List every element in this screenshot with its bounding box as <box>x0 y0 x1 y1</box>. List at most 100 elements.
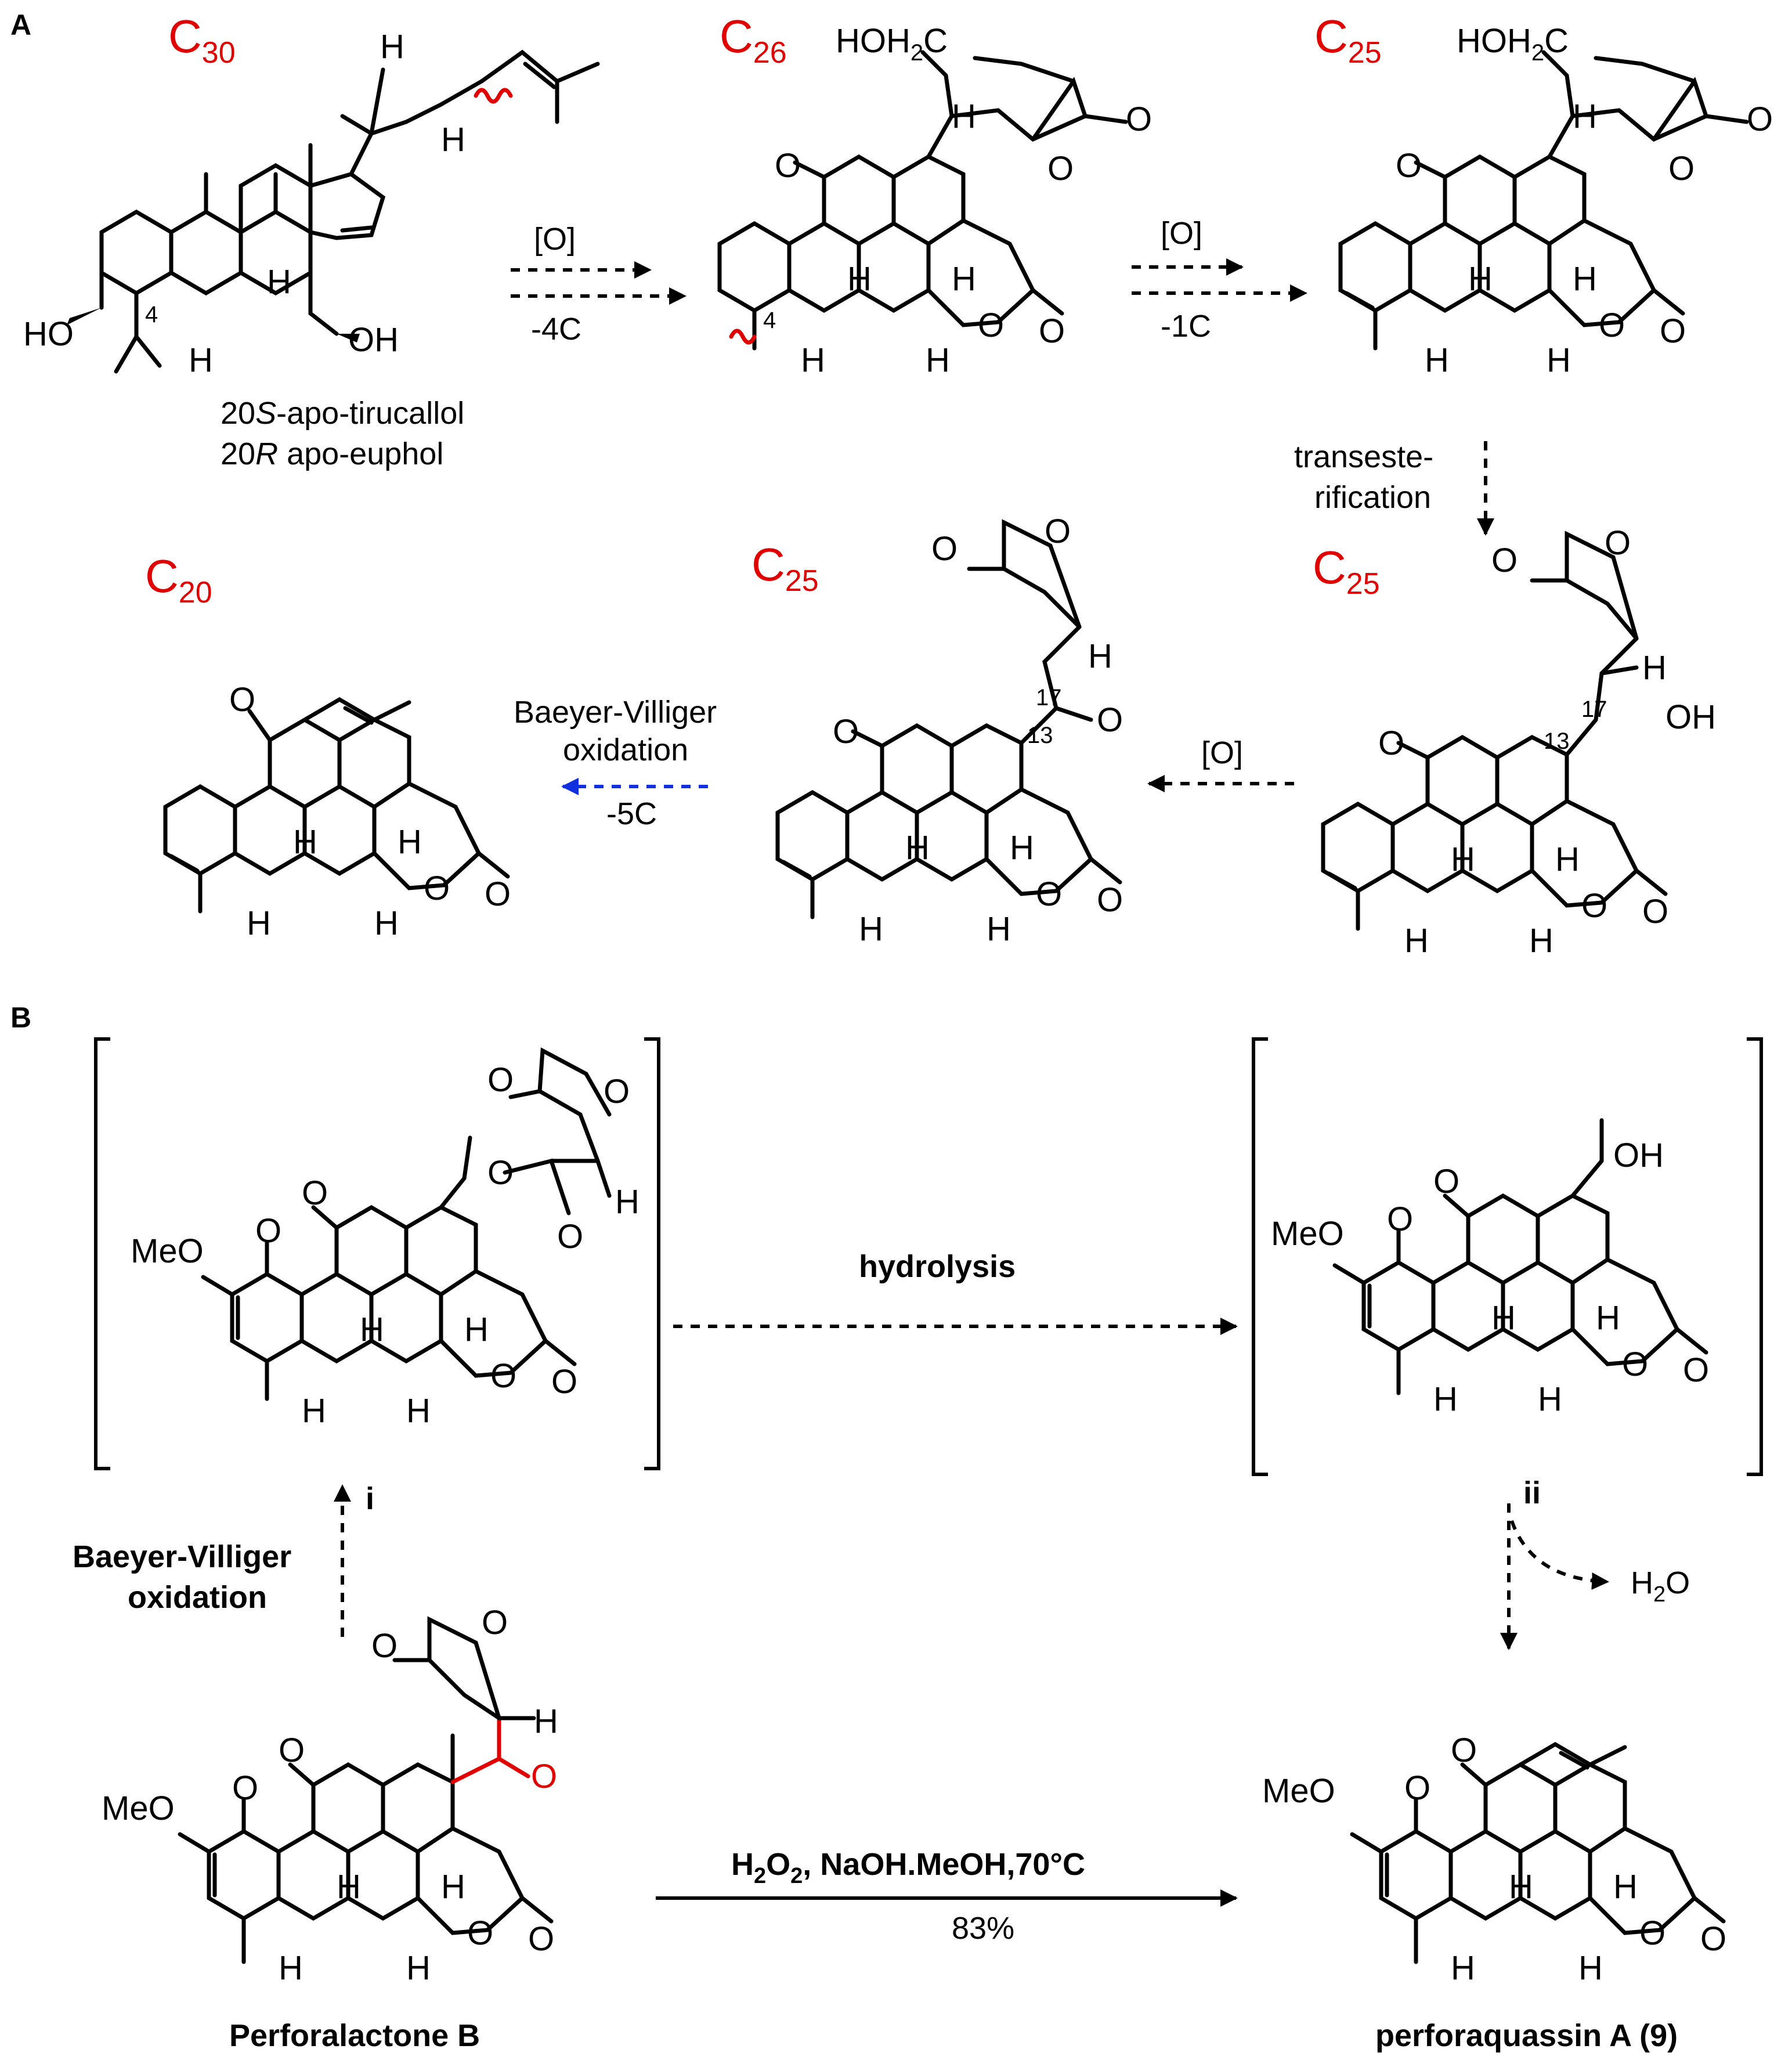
atom-o: O <box>255 1212 281 1250</box>
atom-o: O <box>1097 701 1123 739</box>
atom-h: H <box>464 1311 489 1348</box>
row-2-oxidation-label: [O] <box>1201 735 1243 770</box>
atom-h: H <box>267 263 291 301</box>
molecule-c25-middle: O O O O O O H H H H H 17 13 <box>775 513 1123 948</box>
position-4-label: 4 <box>145 302 158 327</box>
atom-h: H <box>1010 829 1034 867</box>
atom-h: H <box>1573 98 1597 135</box>
atom-o: O <box>1642 893 1668 930</box>
molecule-intermediate-i: MeO O O O O O O O O H H H H H <box>131 1047 640 1430</box>
atom-h: H <box>337 1868 361 1906</box>
atom-h: H <box>441 121 465 158</box>
position-13-label: 13 <box>1027 723 1053 748</box>
atom-hoh2c: HOH2C <box>1457 22 1569 66</box>
molecule-intermediate-ii: MeO O O OH O O H H H H <box>1271 1118 1709 1418</box>
atom-h: H <box>1451 840 1475 878</box>
perforalactone-b-label: Perforalactone B <box>229 2018 480 2053</box>
atom-o: O <box>1605 524 1631 562</box>
step-2-oxidation-label: [O] <box>1161 216 1202 251</box>
water-label: H2O <box>1631 1565 1690 1607</box>
atom-h: H <box>952 98 976 135</box>
atom-h: H <box>293 823 317 861</box>
carbon-count-c30: C30 <box>168 10 236 70</box>
atom-oh: OH <box>1665 698 1716 736</box>
atom-meo: MeO <box>131 1232 204 1270</box>
atom-h: H <box>1433 1380 1458 1418</box>
atom-o: O <box>1581 887 1607 925</box>
atom-h: H <box>1613 1868 1638 1906</box>
step-1-minus-4c-label: -4C <box>531 312 581 347</box>
atom-o: O <box>1683 1351 1709 1389</box>
atom-o: O <box>978 306 1004 344</box>
atom-o: O <box>279 1731 305 1769</box>
atom-o: O <box>302 1174 328 1212</box>
atom-o: O <box>1404 1769 1430 1807</box>
atom-o-red: O <box>531 1758 557 1795</box>
atom-o: O <box>1047 150 1074 187</box>
atom-h: H <box>406 1392 431 1430</box>
atom-h: H <box>1529 922 1553 959</box>
arrow-water-loss <box>1510 1520 1609 1590</box>
atom-o: O <box>232 1769 258 1807</box>
atom-h: H <box>302 1392 326 1430</box>
step-2-minus-1c-label: -1C <box>1161 309 1211 344</box>
apo-tirucallol-label: 20S-apo-tirucallol <box>221 396 464 431</box>
atom-h: H <box>1538 1380 1562 1418</box>
carbon-count-c26: C26 <box>720 10 787 70</box>
baeyer-villiger-label-b-line-2: oxidation <box>128 1580 267 1615</box>
carbon-count-c25-right: C25 <box>1313 542 1380 601</box>
atom-o: O <box>371 1627 398 1665</box>
atom-o: O <box>487 1154 514 1192</box>
panel-label-b: B <box>10 1001 31 1034</box>
atom-h: H <box>1404 922 1429 959</box>
atom-o: O <box>1639 1914 1665 1952</box>
atom-h: H <box>926 341 950 379</box>
atom-o: O <box>557 1218 583 1256</box>
position-17-label: 17 <box>1036 685 1062 710</box>
atom-h: H <box>1468 260 1493 298</box>
atom-h: H <box>905 829 930 867</box>
atom-o: O <box>1660 312 1686 350</box>
atom-h: H <box>1596 1299 1620 1337</box>
baeyer-villiger-label-b-line-1: Baeyer-Villiger <box>73 1539 291 1574</box>
arrow-step-1 <box>511 261 687 305</box>
atom-meo: MeO <box>102 1790 175 1827</box>
atom-o: O <box>1126 100 1152 138</box>
atom-h: H <box>406 1949 431 1987</box>
atom-o: O <box>1668 150 1695 187</box>
atom-meo: MeO <box>1271 1215 1344 1253</box>
atom-o: O <box>1700 1920 1726 1958</box>
perforaquassin-a-label: perforaquassin A (9) <box>1375 2018 1678 2053</box>
baeyer-villiger-label-top-line-1: Baeyer-Villiger <box>514 695 717 730</box>
atom-h: H <box>189 341 213 379</box>
atom-meo: MeO <box>1262 1772 1335 1810</box>
atom-h: H <box>859 910 883 948</box>
atom-o: O <box>931 530 958 568</box>
atom-o: O <box>604 1073 630 1110</box>
bracket-left-i-close <box>644 1037 660 1470</box>
atom-h: H <box>1509 1868 1533 1906</box>
molecule-c25-right: O O OH O O O H H H H H 17 13 <box>1321 524 1716 959</box>
position-13-label: 13 <box>1544 728 1570 754</box>
atom-o: O <box>551 1363 577 1401</box>
atom-h: H <box>374 904 399 942</box>
atom-o: O <box>467 1914 493 1952</box>
intermediate-i-label: i <box>366 1481 374 1516</box>
atom-hoh2c: HOH2C <box>836 22 948 66</box>
yield-label: 83% <box>952 1911 1014 1946</box>
atom-h: H <box>1491 1299 1516 1337</box>
atom-o: O <box>485 875 511 913</box>
atom-o: O <box>833 713 859 751</box>
atom-h: H <box>1555 840 1580 878</box>
atom-h: H <box>1578 1949 1603 1987</box>
atom-o: O <box>1433 1163 1459 1200</box>
panel-label-a: A <box>10 9 31 41</box>
atom-ho: HO <box>23 315 74 353</box>
atom-h: H <box>534 1702 558 1740</box>
atom-o: O <box>775 147 801 185</box>
atom-h: H <box>360 1311 384 1348</box>
atom-o: O <box>1622 1345 1648 1383</box>
transesterification-label-line-1: transeste- <box>1294 439 1433 474</box>
intermediate-ii-label: ii <box>1523 1476 1541 1510</box>
